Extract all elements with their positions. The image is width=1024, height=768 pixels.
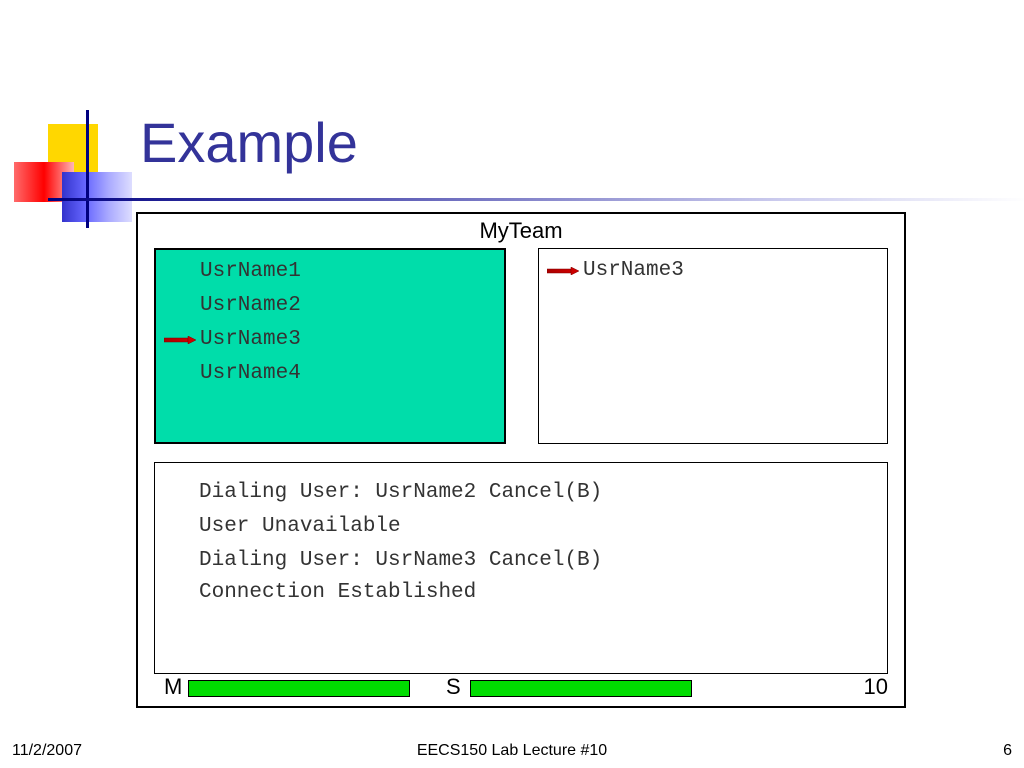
slide-footer: 11/2/2007 EECS150 Lab Lecture #10 6 xyxy=(0,734,1024,768)
user-list-item-1[interactable]: UsrName1 xyxy=(200,260,301,283)
blue-decoration-square xyxy=(62,172,132,222)
selected-arrow-icon xyxy=(547,267,579,275)
user-list-item-3[interactable]: UsrName3 xyxy=(200,328,301,351)
m-label: M xyxy=(164,674,183,699)
horizontal-decoration-line xyxy=(48,198,1024,201)
log-message-3: Dialing User: UsrName3 Cancel(B) xyxy=(199,549,603,572)
selected-user-name: UsrName3 xyxy=(583,259,684,282)
counter-value: 10 xyxy=(863,674,888,699)
log-message-4: Connection Established xyxy=(199,581,477,604)
selection-arrow-icon xyxy=(164,336,196,344)
footer-page-number: 6 xyxy=(1003,742,1012,759)
selected-user-panel: UsrName3 xyxy=(538,248,888,444)
status-bar: M S 10 xyxy=(138,674,904,702)
app-window: MyTeam UsrName1 UsrName2 UsrName3 UsrNam… xyxy=(136,212,906,708)
log-message-1: Dialing User: UsrName2 Cancel(B) xyxy=(199,481,603,504)
slide-title: Example xyxy=(140,111,358,174)
footer-lecture-title: EECS150 Lab Lecture #10 xyxy=(416,742,608,759)
footer-date: 11/2/2007 xyxy=(12,742,82,759)
s-label: S xyxy=(446,674,461,699)
user-list-item-2[interactable]: UsrName2 xyxy=(200,294,301,317)
log-message-2: User Unavailable xyxy=(199,515,401,538)
m-progress-bar xyxy=(188,680,410,697)
user-list-item-4[interactable]: UsrName4 xyxy=(200,362,301,385)
activity-log-panel: Dialing User: UsrName2 Cancel(B) User Un… xyxy=(154,462,888,674)
window-title: MyTeam xyxy=(479,218,563,243)
s-progress-bar xyxy=(470,680,692,697)
user-list-panel[interactable]: UsrName1 UsrName2 UsrName3 UsrName4 xyxy=(154,248,506,444)
vertical-decoration-line xyxy=(86,110,89,228)
